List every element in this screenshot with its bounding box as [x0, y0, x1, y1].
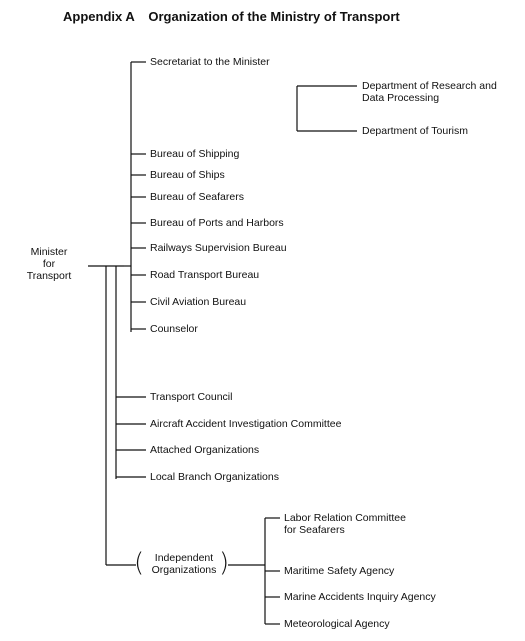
tourism-dept-node: Department of Tourism [362, 125, 469, 137]
bureau-node: Civil Aviation Bureau [150, 296, 247, 308]
council-node: Attached Organizations [150, 444, 260, 456]
diagram-title: Appendix A Organization of the Ministry … [63, 9, 400, 24]
minister-node: Minister for Transport [8, 246, 90, 282]
minister-line2: for [42, 258, 56, 270]
bureau-node: Railways Supervision Bureau [150, 242, 287, 254]
marine-inquiry-node: Marine Accidents Inquiry Agency [284, 591, 436, 603]
research-line1: Department of Research and [362, 80, 497, 92]
bureau-node: Road Transport Bureau [150, 269, 260, 281]
secretariat-node: Secretariat to the Minister [150, 56, 270, 68]
research-dept-node: Department of Research and Data Processi… [362, 80, 497, 104]
council-node: Local Branch Organizations [150, 471, 279, 483]
council-node: Aircraft Accident Investigation Committe… [150, 418, 342, 430]
bureau-node: Bureau of Shipping [150, 148, 240, 160]
meteorological-node: Meteorological Agency [284, 618, 390, 630]
appendix-label: Appendix A [63, 9, 135, 24]
bureau-node: Bureau of Ships [150, 169, 225, 181]
labor-line1: Labor Relation Committee [284, 512, 406, 524]
labor-line2: for Seafarers [284, 524, 345, 536]
bureau-node: Bureau of Ports and Harbors [150, 217, 284, 229]
maritime-agency-node: Maritime Safety Agency [284, 565, 395, 577]
council-node: Transport Council [150, 391, 233, 403]
independent-line1: Independent [154, 552, 214, 564]
labor-committee-node: Labor Relation Committee for Seafarers [284, 512, 406, 536]
research-line2: Data Processing [362, 92, 440, 104]
independent-line2: Organizations [151, 564, 217, 576]
independent-node: Independent Organizations [140, 552, 228, 576]
bureau-node: Counselor [150, 323, 198, 335]
minister-line3: Transport [26, 270, 72, 282]
right-paren: ) [219, 548, 230, 578]
title-text: Organization of the Ministry of Transpor… [148, 9, 400, 24]
bureau-node: Bureau of Seafarers [150, 191, 244, 203]
minister-line1: Minister [30, 246, 68, 258]
left-paren: ( [134, 548, 145, 578]
